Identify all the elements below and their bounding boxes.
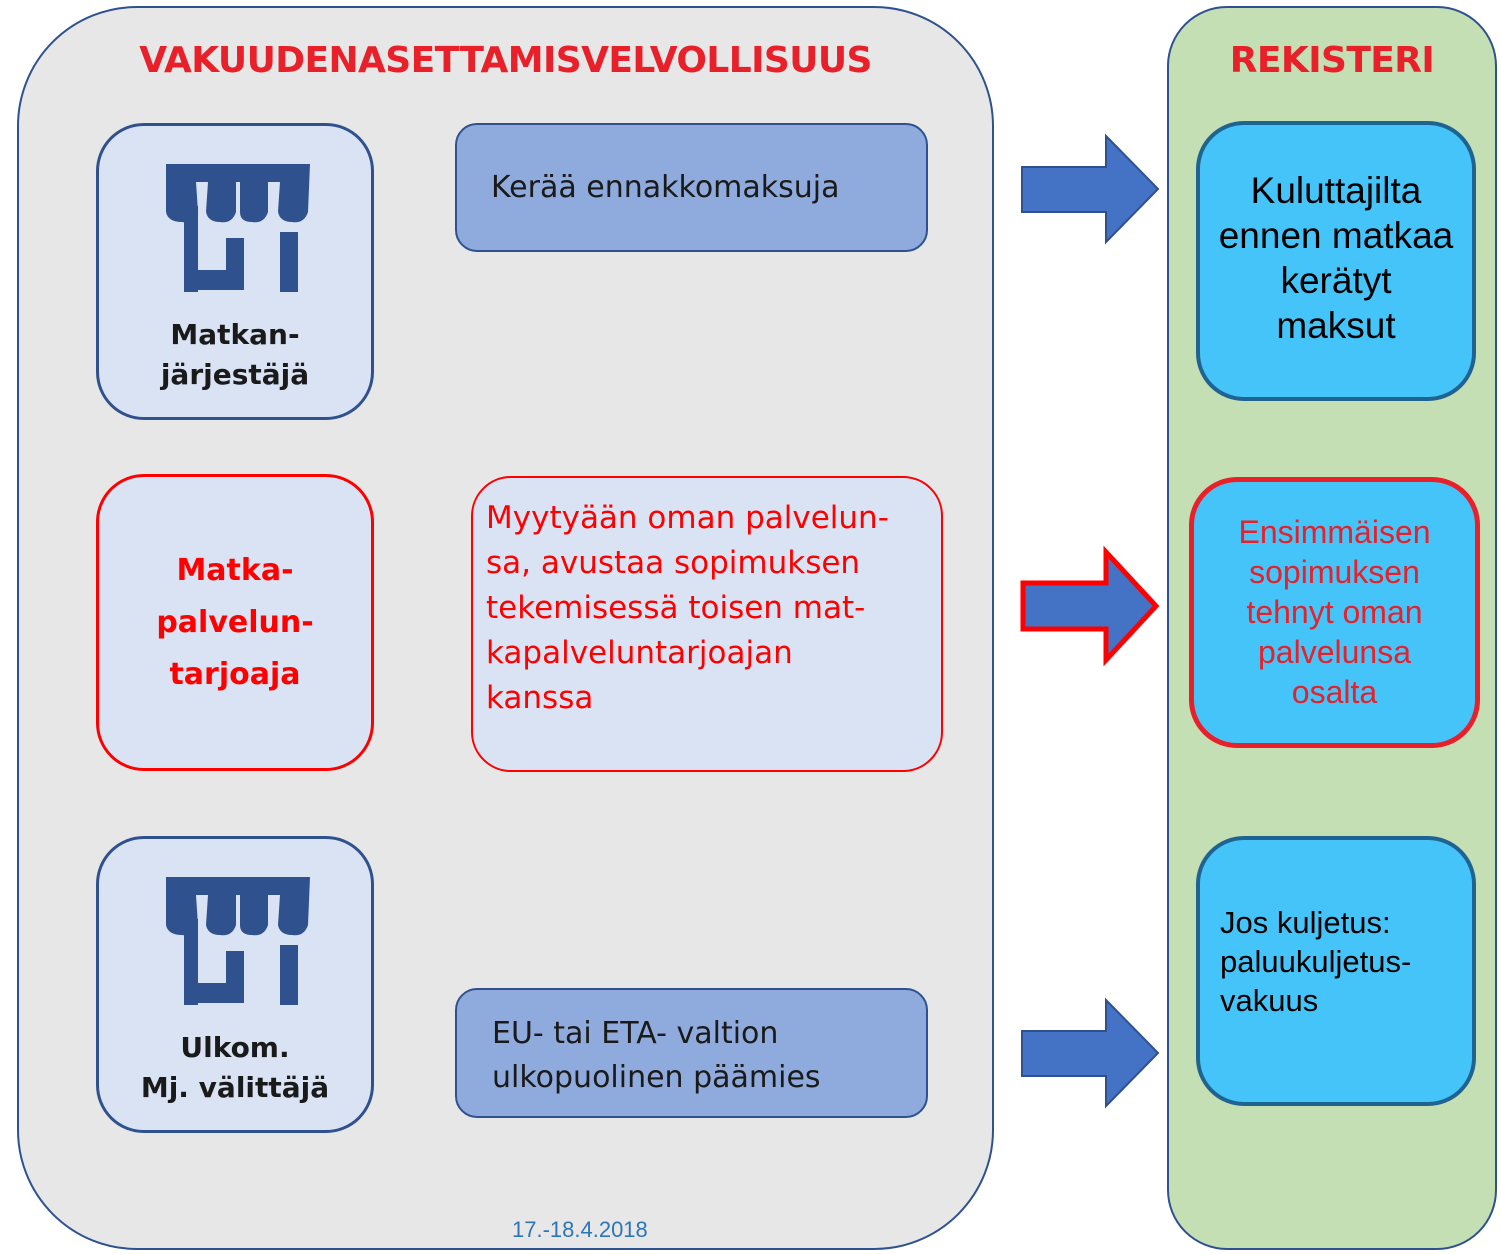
obligation-title: VAKUUDENASETTAMISVELVOLLISUUS — [139, 40, 872, 81]
actor-label: Matkan- järjestäjä — [160, 318, 310, 391]
description-box: EU- tai ETA- valtion ulkopuolinen päämie… — [455, 988, 928, 1118]
actor-foreign-retailer: Ulkom. Mj. välittäjä — [96, 836, 374, 1133]
registry-item: Kuluttajilta ennen matkaa kerätyt maksut — [1196, 121, 1476, 401]
arrow-right-icon — [1021, 997, 1160, 1109]
registry-item: Jos kuljetus: paluukuljetus- vakuus — [1196, 836, 1476, 1106]
shop-icon — [166, 877, 310, 1005]
actor-label: Ulkom. Mj. välittäjä — [140, 1031, 330, 1104]
description-box-highlighted: Myytyään oman palvelun- sa, avustaa sopi… — [471, 476, 943, 772]
actor-label: Matka- palvelun- tarjoaja — [156, 552, 314, 692]
arrow-right-icon — [1021, 133, 1160, 245]
actor-tour-organizer: Matkan- järjestäjä — [96, 123, 374, 420]
description-box: Kerää ennakkomaksuja — [455, 123, 928, 252]
registry-title: REKISTERI — [1229, 40, 1435, 81]
arrow-right-icon — [1020, 545, 1160, 667]
footer-date: 17.-18.4.2018 — [512, 1217, 648, 1242]
registry-item-highlighted: Ensimmäisen sopimuksen tehnyt oman palve… — [1189, 477, 1480, 748]
shop-icon — [166, 164, 310, 292]
actor-travel-service-provider: Matka- palvelun- tarjoaja — [96, 474, 374, 771]
